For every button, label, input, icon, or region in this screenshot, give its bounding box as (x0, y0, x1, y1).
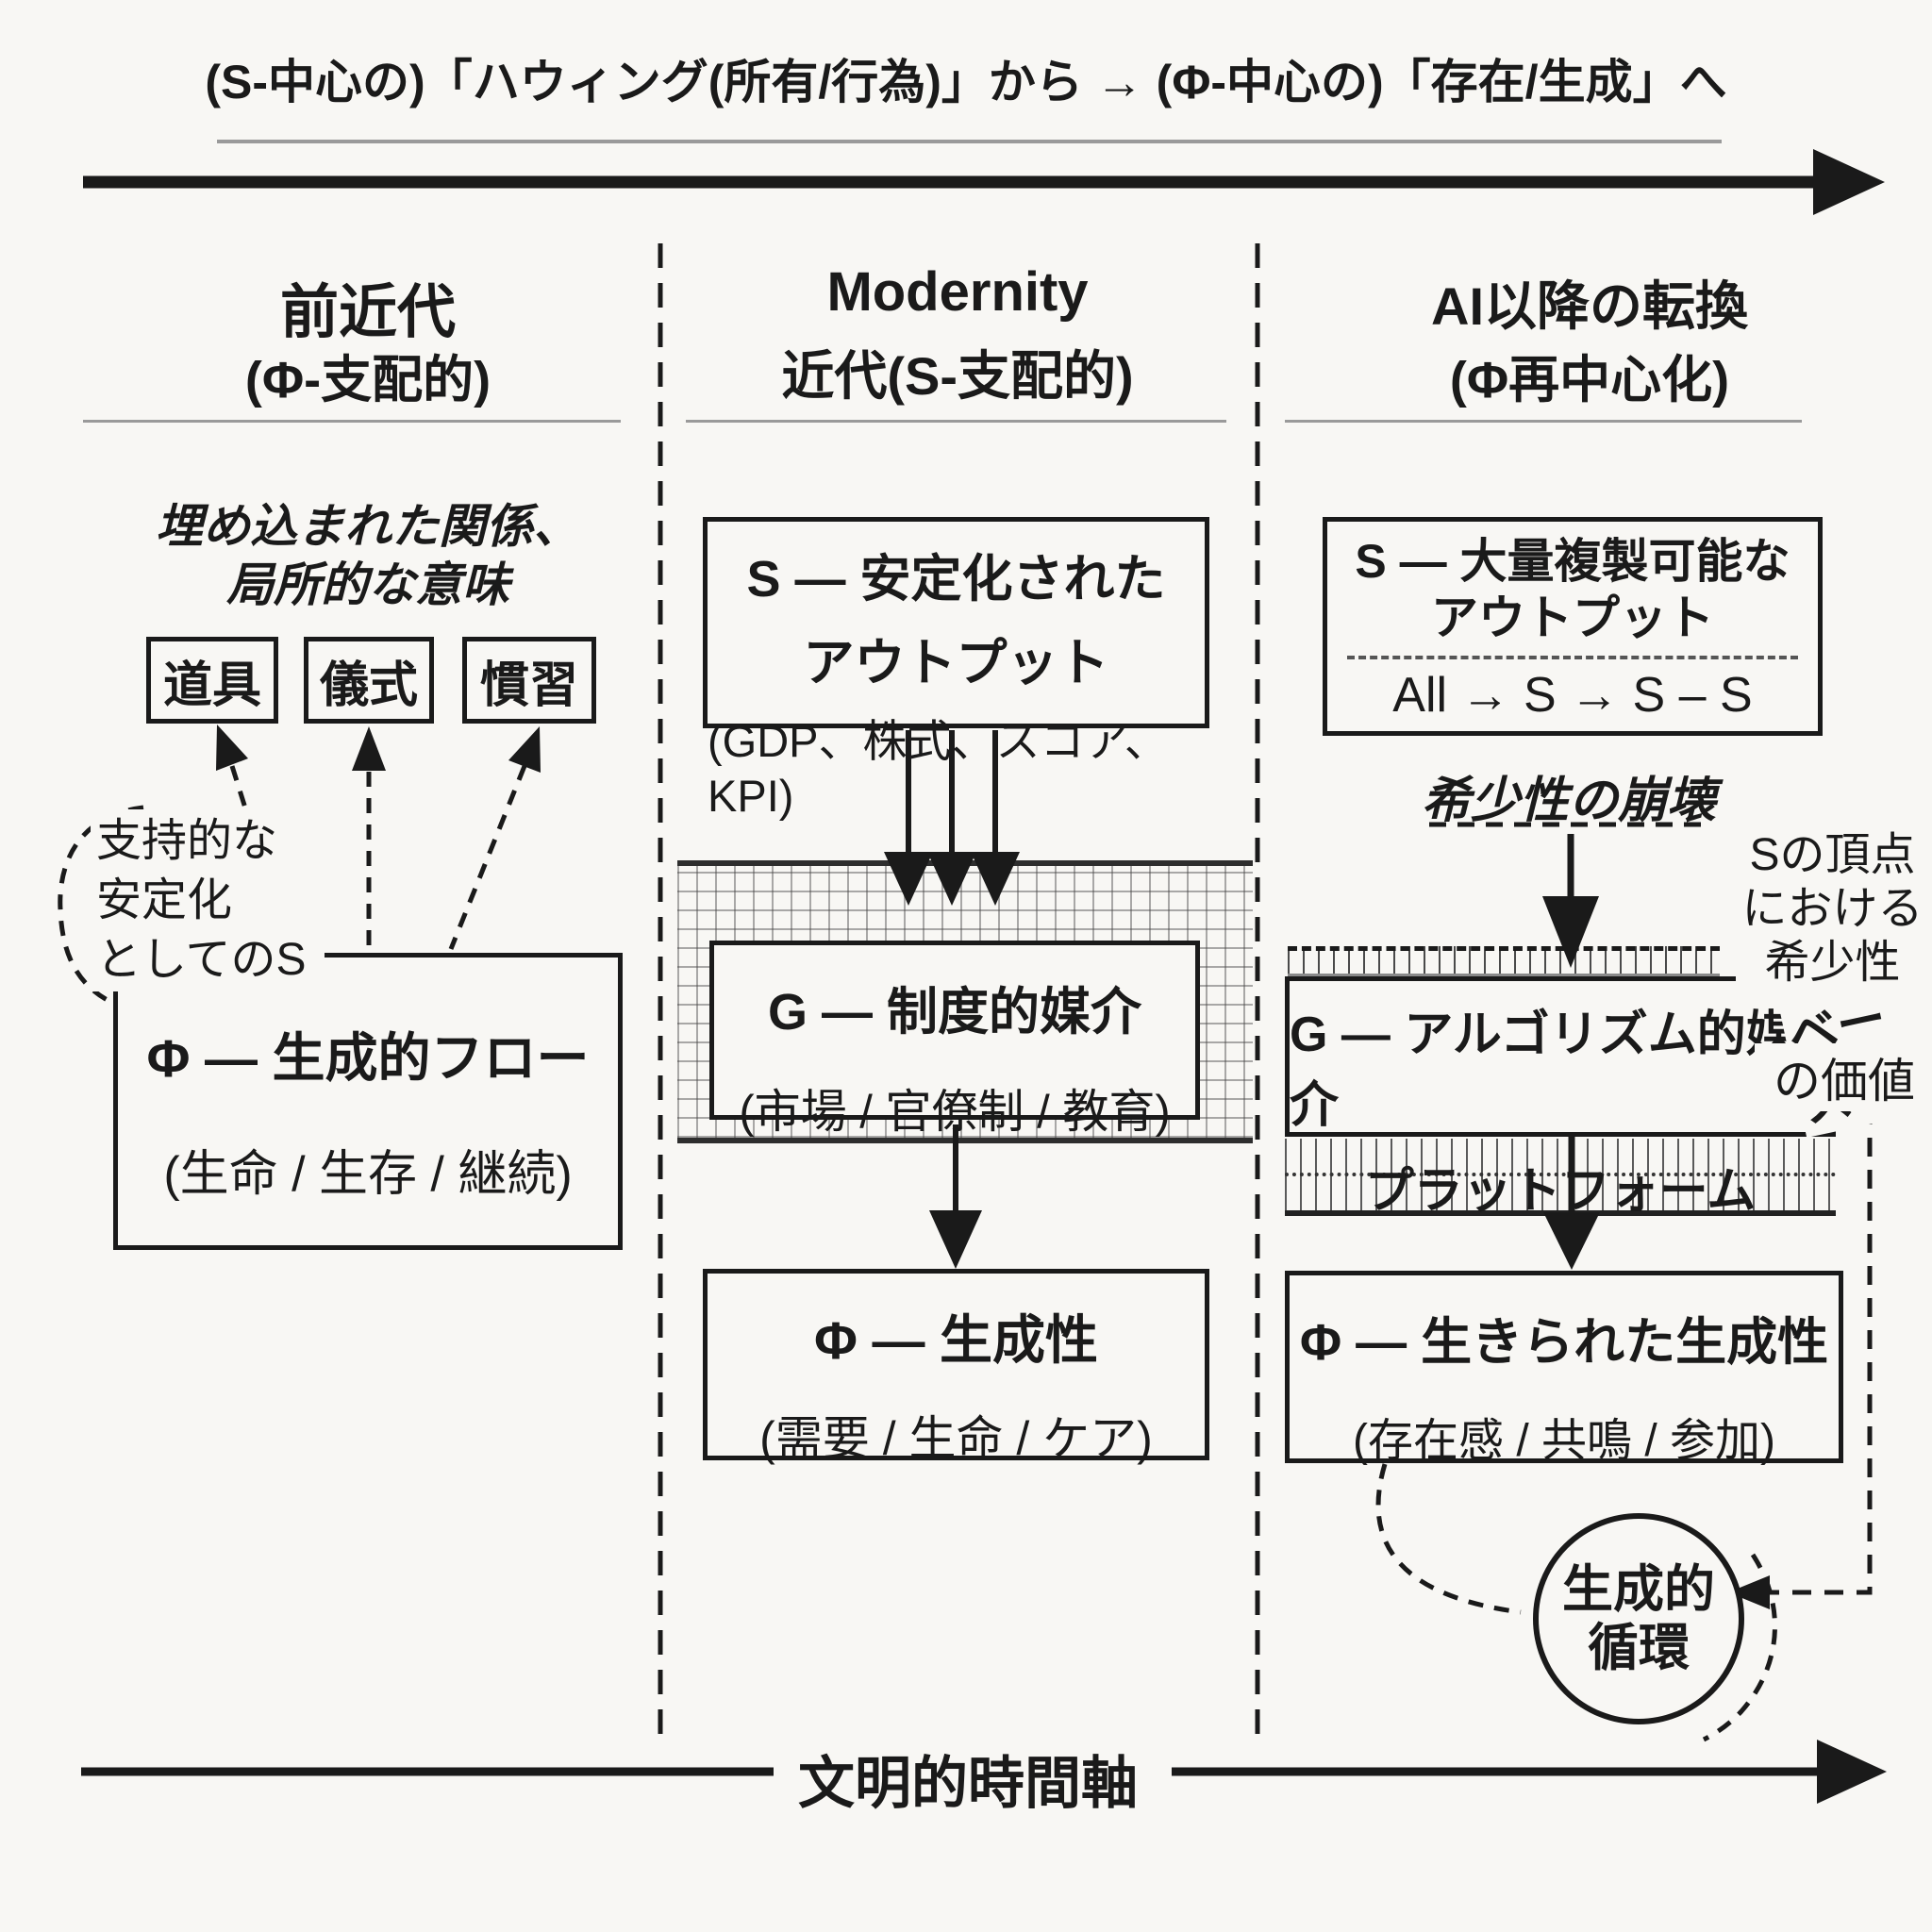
generativity-box: Φ — 生成性 (需要 / 生命 / ケア) (703, 1269, 1209, 1465)
algorithmic-platform-box: G — アルゴリズム的媒介 プラットフォーム (1285, 976, 1836, 1219)
mass-replicable-formula: All → S → S – S (1392, 668, 1753, 723)
s-box-inner-divider (1346, 656, 1799, 659)
generativity-title: Φ — 生成性 (813, 1310, 1099, 1370)
phi-to-cycle-dashed-curve (1375, 1463, 1522, 1615)
scarcity-value-note-bottom: の価値 (1755, 1043, 1932, 1111)
title-underline (217, 140, 1722, 143)
platform-to-phi-arrow (1543, 1137, 1600, 1270)
algorithmic-platform-line2: プラットフォーム (1364, 1164, 1757, 1219)
header-premodern-underline (83, 420, 621, 423)
generative-cycle-circle: 生成的 循環 (1533, 1513, 1744, 1724)
header-postai-underline (1285, 420, 1802, 423)
header-modernity-underline (686, 420, 1226, 423)
header-postai-subtitle: (Φ再中心化) (1449, 352, 1730, 408)
scarcity-value-line2: における (1741, 884, 1924, 934)
generativity-subtitle: (需要 / 生命 / ケア) (759, 1412, 1153, 1465)
mass-replicable-line1: S — 大量複製可能な (1355, 535, 1790, 588)
premodern-intro-line1: 埋め込まれた関係、 (156, 500, 580, 553)
platform-output-band (1285, 1139, 1836, 1216)
s-to-g-arrows (884, 730, 1020, 906)
header-premodern-title: 前近代 (279, 280, 456, 345)
header-postai-title: AI以降の転換 (1431, 276, 1748, 336)
supportive-note-line3: としてのS (96, 935, 307, 985)
timeline-label: 文明的時間軸 (798, 1752, 1138, 1815)
algorithmic-platform-line1: G — アルゴリズム的媒介 (1290, 1008, 1795, 1133)
header-modernity-title: Modernity (826, 261, 1089, 323)
stabilized-output-line2: アウトプット (803, 635, 1109, 691)
scarcity-collapse-note: 希少性の崩壊 (1421, 774, 1716, 828)
g-to-phi-arrow (929, 1124, 982, 1269)
mass-replicable-line2: アウトプット (1431, 591, 1714, 644)
value-to-cycle-dashed-arrow (1728, 1106, 1873, 1609)
tools-box-label: 道具 (162, 658, 261, 713)
scarcity-value-line3: 希少性 (1764, 938, 1901, 988)
supportive-note-line2: 安定化 (96, 875, 233, 925)
diagram-title: (S-中心の)「ハウィング(所有/行為)」から → (Φ-中心の)「存在/生成」… (205, 56, 1727, 108)
lived-generativity-title: Φ — 生きられた生成性 (1299, 1314, 1829, 1371)
stabilized-output-box: S — 安定化された アウトプット (GDP、株式、スコア、KPI) (703, 517, 1209, 821)
lived-generativity-subtitle: (存在感 / 共鳴 / 参加) (1353, 1416, 1775, 1466)
header-modernity-subtitle: 近代(S-支配的) (781, 346, 1134, 406)
cycle-dashed-arc (1702, 1553, 1777, 1742)
custom-box: 慣習 (462, 637, 596, 724)
timeline-arrow (81, 1740, 1887, 1804)
scarcity-value-line1: Sの頂点 (1749, 830, 1916, 880)
premodern-intro-line2: 局所的な意味 (226, 558, 509, 611)
generative-cycle-line2: 循環 (1588, 1620, 1690, 1676)
lived-generativity-box: Φ — 生きられた生成性 (存在感 / 共鳴 / 参加) (1285, 1271, 1843, 1466)
stabilized-output-line1: S — 安定化された (746, 551, 1166, 608)
custom-box-label: 慣習 (479, 658, 578, 713)
scarcity-value-note-top: Sの頂点 における 希少性 (1736, 828, 1929, 990)
supportive-note-line1: 支持的な (96, 816, 278, 866)
generative-flow-box: Φ — 生成的フロー (生命 / 生存 / 継続) (113, 953, 623, 1250)
algorithmic-comb-band (1288, 946, 1720, 976)
supportive-stabilization-note: 支持的な 安定化 としてのS (91, 809, 325, 991)
institutional-mediation-subtitle: (市場 / 官僚制 / 教育) (739, 1087, 1171, 1138)
dashed-arrow-to-ritual (352, 726, 386, 949)
institutional-mediation-title: G — 制度的媒介 (767, 984, 1141, 1041)
generative-cycle-line1: 生成的 (1562, 1561, 1715, 1618)
top-axis-arrow (83, 149, 1885, 215)
ritual-box: 儀式 (304, 637, 434, 724)
scarcity-to-g-arrow (1542, 834, 1599, 968)
generative-flow-title: Φ — 生成的フロー (146, 1028, 590, 1088)
ritual-box-label: 儀式 (319, 658, 418, 713)
mass-replicable-output-box: S — 大量複製可能な アウトプット All → S → S – S (1323, 517, 1823, 736)
stabilized-output-line3: (GDP、株式、スコア、KPI) (708, 716, 1169, 821)
generative-flow-subtitle: (生命 / 生存 / 継続) (163, 1147, 573, 1202)
platform-band-flow-row (1285, 1173, 1836, 1176)
institutional-mediation-box: G — 制度的媒介 (市場 / 官僚制 / 教育) (709, 941, 1200, 1138)
dashed-arrow-to-custom (448, 726, 541, 950)
tools-box: 道具 (146, 637, 278, 724)
header-premodern-subtitle: (Φ-支配的) (244, 352, 491, 408)
